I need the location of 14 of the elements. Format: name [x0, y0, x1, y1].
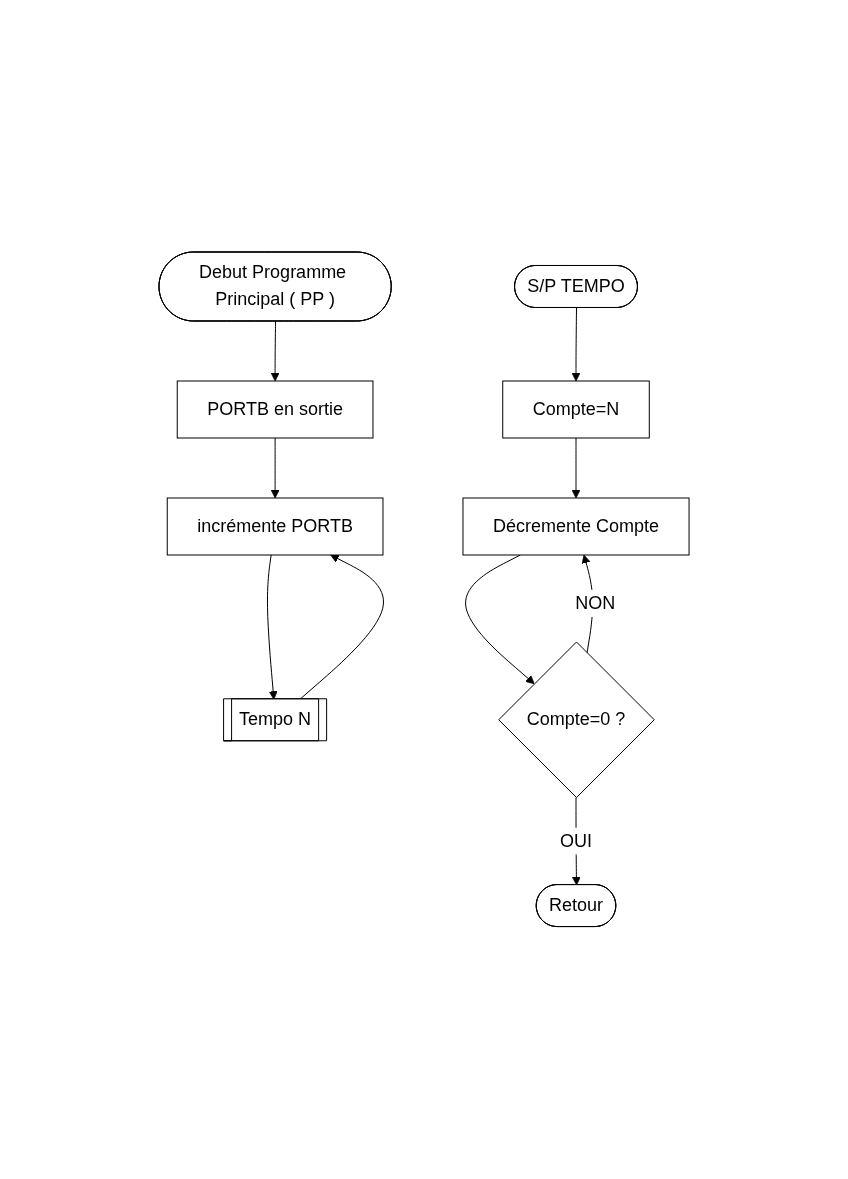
arrow	[299, 554, 384, 700]
node-box: PORTB en sortie	[176, 380, 374, 439]
arrow	[571, 307, 581, 382]
node-box: Compte=N	[502, 380, 650, 439]
node-box: incrémente PORTB	[166, 497, 384, 556]
node-diamond: Compte=0 ?	[498, 641, 655, 799]
edge-label: OUI	[559, 830, 592, 851]
edge-label: NON	[575, 593, 616, 614]
arrow	[571, 437, 581, 499]
arrow	[465, 554, 535, 685]
arrow	[270, 321, 280, 382]
node-box: Décremente Compte	[462, 497, 690, 556]
arrow	[270, 437, 280, 499]
arrow	[266, 554, 278, 700]
